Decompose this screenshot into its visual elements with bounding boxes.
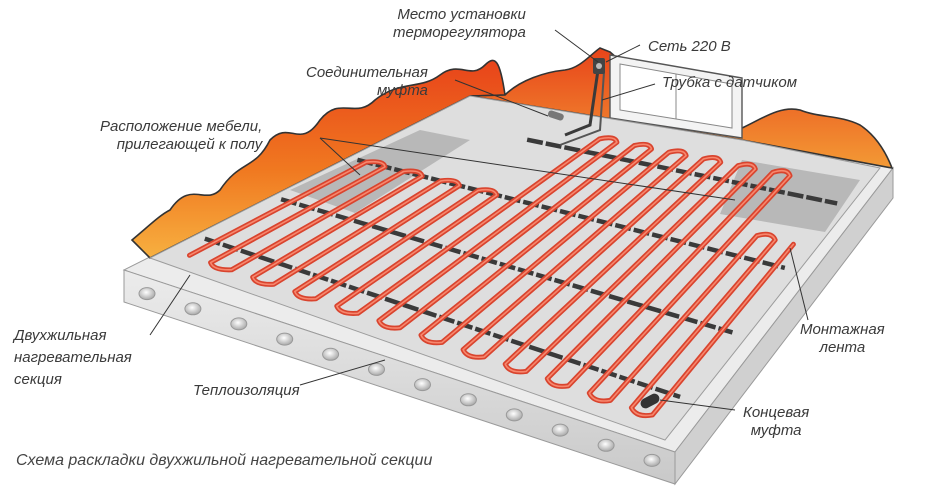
sensor-tube — [559, 71, 605, 146]
slab-hole — [551, 423, 569, 437]
left-wall — [130, 59, 506, 259]
label-connecting-coupling: Соединительная муфта — [306, 64, 428, 99]
label-sensor-tube: Трубка с датчиком — [662, 74, 797, 91]
coupling-icon — [547, 110, 564, 121]
heating-cable-highlight — [188, 136, 795, 417]
label-insulation: Теплоизоляция — [193, 382, 300, 399]
slab-hole — [276, 332, 294, 346]
label-network-220v: Сеть 220 В — [648, 38, 731, 55]
slab-hole — [597, 438, 615, 452]
slab-hole — [414, 378, 431, 392]
slab-hole — [322, 347, 340, 361]
slab-holes — [138, 287, 661, 467]
figure-caption: Схема раскладки двухжильной нагревательн… — [16, 452, 433, 469]
label-thermostat-location: Место установки терморегулятора — [393, 6, 526, 41]
mounting-tape — [526, 137, 838, 206]
slab-hole — [643, 453, 661, 467]
end-coupling-icon — [640, 393, 660, 409]
slab-hole — [368, 362, 385, 376]
leader-lines — [149, 29, 809, 411]
slab-hole — [230, 317, 248, 331]
slab-hole — [505, 408, 523, 422]
slab-side — [674, 166, 894, 486]
label-mounting-tape: Монтажная лента — [800, 321, 885, 356]
label-heating-section: Двухжильная нагревательная секция — [14, 327, 132, 388]
back-wall — [469, 47, 894, 170]
cold-lead — [564, 69, 600, 137]
thermostat-icon — [593, 58, 605, 74]
slab-hole — [184, 302, 202, 316]
slab-hole — [459, 393, 477, 407]
slab-hole — [138, 287, 156, 301]
label-furniture-location: Расположение мебели, прилегающей к полу — [100, 118, 263, 153]
walls — [130, 47, 894, 259]
label-end-coupling: Концевая муфта — [743, 404, 810, 439]
